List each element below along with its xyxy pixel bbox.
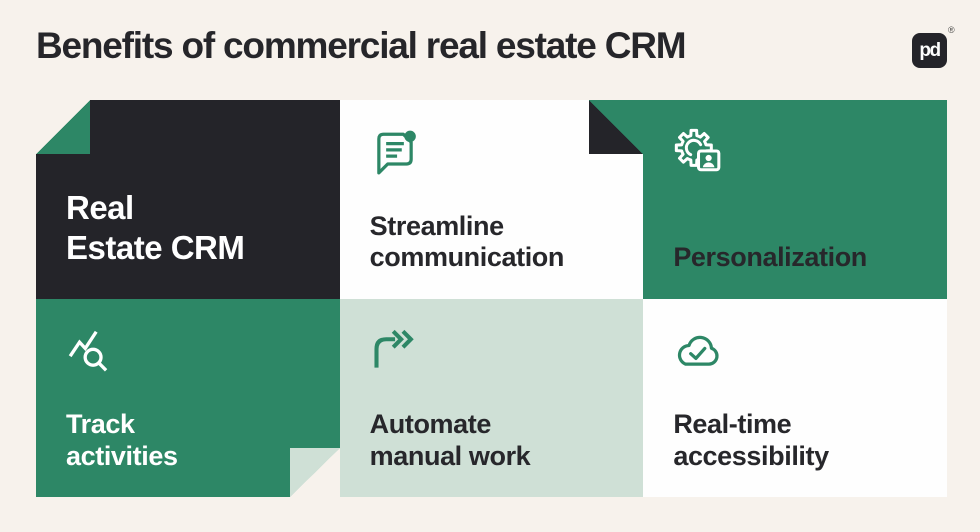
card-title-line: Real-time (673, 409, 792, 440)
card-real-time-accessibility: Real-time accessibility (643, 298, 947, 497)
card-title: Real-time accessibility (673, 409, 923, 472)
card-title-line: Personalization (673, 242, 867, 273)
card-title: Real Estate CRM (66, 188, 316, 269)
chat-bubble-icon (370, 127, 420, 177)
card-title: Automate manual work (370, 409, 620, 472)
card-title-line: Estate CRM (66, 229, 245, 267)
card-title-line: accessibility (673, 440, 829, 471)
card-title-line: manual work (369, 440, 531, 471)
card-personalization: Personalization (643, 100, 947, 299)
chart-magnifier-icon (66, 326, 116, 376)
card-title-line: communication (369, 242, 565, 273)
cloud-check-icon (673, 326, 723, 376)
card-title: Track activities (66, 409, 316, 472)
card-title: Streamline communication (370, 211, 620, 274)
page-title: Benefits of commercial real estate CRM (36, 25, 687, 66)
card-automate-manual-work: Automate manual work (339, 298, 644, 497)
double-arrow-icon (370, 326, 420, 376)
card-title-line: Real (66, 189, 134, 226)
card-title-line: Streamline (369, 210, 504, 241)
benefits-grid: Real Estate CRM Streamline communication (36, 100, 947, 497)
folded-corner-icon (589, 100, 644, 154)
folded-corner-icon (289, 448, 340, 497)
card-streamline-communication: Streamline communication (339, 100, 644, 299)
registered-trademark: ® (948, 25, 955, 35)
card-real-estate-crm: Real Estate CRM (36, 100, 340, 299)
folded-corner-icon (36, 100, 90, 154)
card-title-line: Automate (369, 409, 492, 440)
brand-logo: pd (912, 33, 947, 68)
card-title-line: Track (66, 409, 135, 440)
card-track-activities: Track activities (36, 298, 340, 497)
gear-user-icon (673, 127, 723, 177)
card-title: Personalization (673, 242, 923, 273)
card-title-line: activities (66, 440, 178, 471)
brand-logo-monogram: pd (919, 39, 941, 61)
